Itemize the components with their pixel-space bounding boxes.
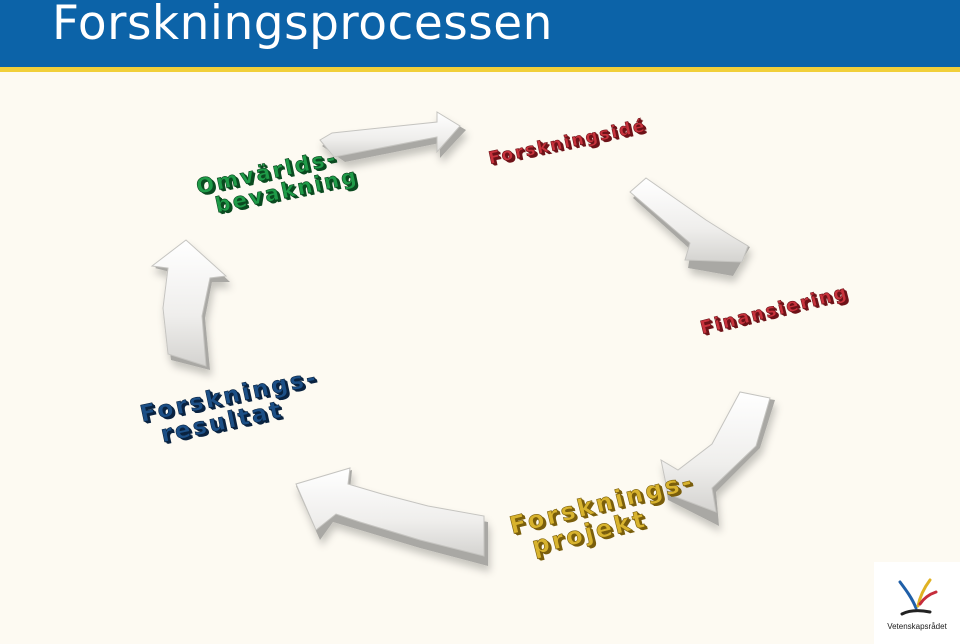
title-bar: Forskningsprocessen [0,0,960,67]
arrow-to-result [295,467,488,566]
stage-label-project: Forsknings-projektForsknings-projektFors… [506,467,700,563]
page-title: Forskningsprocessen [52,0,553,51]
arrow-to-idea [319,111,466,162]
stage-label-monitoring: Omvärlds-bevakningOmvärlds-bevakningOmvä… [194,145,364,219]
arrow-to-funding [629,177,750,276]
arrow-to-project [660,391,775,526]
logo-text: Vetenskapsrådet [887,622,947,631]
logo-mark-icon [898,578,938,616]
stage-label-idea: ForskningsidéForskningsidéForskningsidéF… [487,116,652,171]
vetenskapsradet-logo: Vetenskapsrådet [874,562,960,644]
stage-label-funding: FinansieringFinansieringFinansieringFina… [698,281,854,340]
title-underline [0,67,960,72]
stage-label-result: Forsknings-resultatForsknings-resultatFo… [138,364,324,450]
arrow-to-monitoring [150,239,230,370]
